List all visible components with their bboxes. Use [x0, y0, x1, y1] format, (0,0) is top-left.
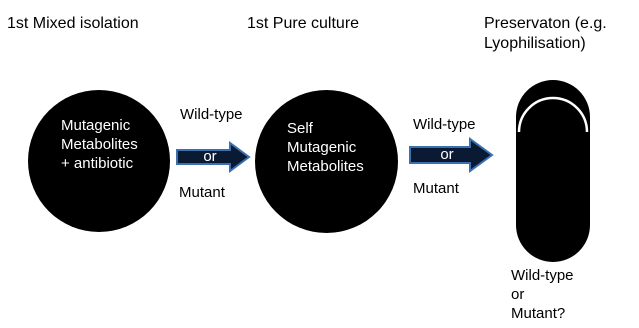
transition2-arrow-label: or: [440, 146, 454, 163]
circle1-text-line2: Metabolites: [61, 136, 138, 153]
circle2-text-line1: Self: [287, 120, 313, 137]
transition2-top-label: Wild-type: [413, 116, 476, 133]
stage-title-pure-culture: 1st Pure culture: [247, 15, 360, 32]
circle2-text-line2: Mutagenic: [287, 139, 357, 156]
outcome-line2: or: [511, 286, 525, 303]
circle1-text-line3: + antibiotic: [61, 155, 134, 172]
transition1-top-label: Wild-type: [180, 106, 243, 123]
circle1-text-line1: Mutagenic: [61, 117, 131, 134]
transition1-arrow-shape: [176, 141, 251, 173]
outcome-line3: Mutant?: [511, 305, 566, 322]
ampoule-seal-line: [517, 96, 589, 133]
mixed-isolation-circle: [28, 90, 170, 232]
transition1-bottom-label: Mutant: [179, 184, 225, 201]
transition1-arrow: [176, 141, 251, 173]
transition2-arrow: [409, 137, 494, 173]
transition1-arrow-label: or: [203, 148, 217, 165]
transition2-arrow-shape: [409, 137, 494, 173]
preservation-ampoule: [516, 80, 590, 262]
stage-title-preservation-line1: Preservaton (e.g.: [484, 15, 607, 32]
circle2-text-line3: Metabolites: [287, 158, 364, 175]
outcome-line1: Wild-type: [511, 267, 574, 284]
ampoule-body: [516, 80, 590, 262]
transition2-bottom-label: Mutant: [413, 180, 459, 197]
stage-title-mixed-isolation: 1st Mixed isolation: [7, 15, 139, 32]
stage-title-preservation-line2: Lyophilisation): [484, 35, 586, 52]
pure-culture-circle: [255, 90, 398, 233]
